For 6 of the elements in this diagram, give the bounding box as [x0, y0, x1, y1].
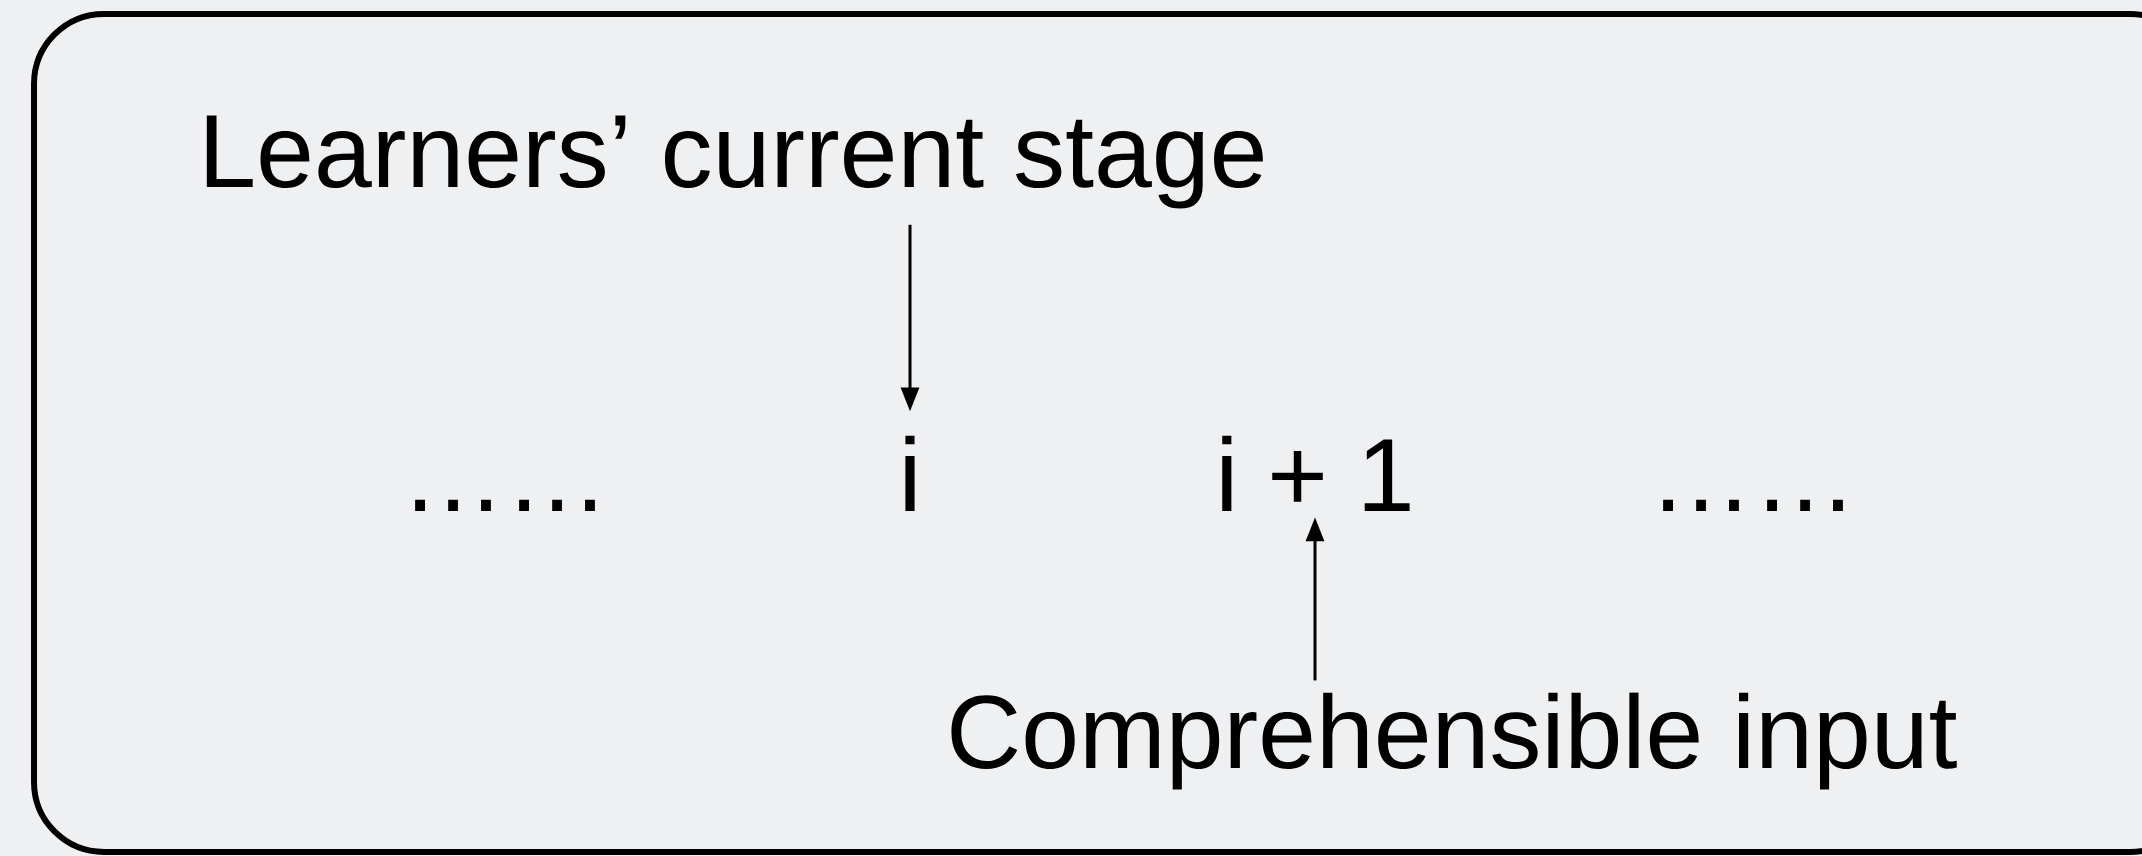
ellipsis-text: ……: [415, 499, 595, 511]
ellipsis-text: ……: [1663, 499, 1843, 511]
caption-text: Comprehensible input: [951, 692, 1957, 790]
stage-label: i + 1: [1222, 435, 1410, 511]
title-text: Learners’ current stage: [206, 115, 1263, 209]
stage-label: i: [905, 435, 915, 511]
